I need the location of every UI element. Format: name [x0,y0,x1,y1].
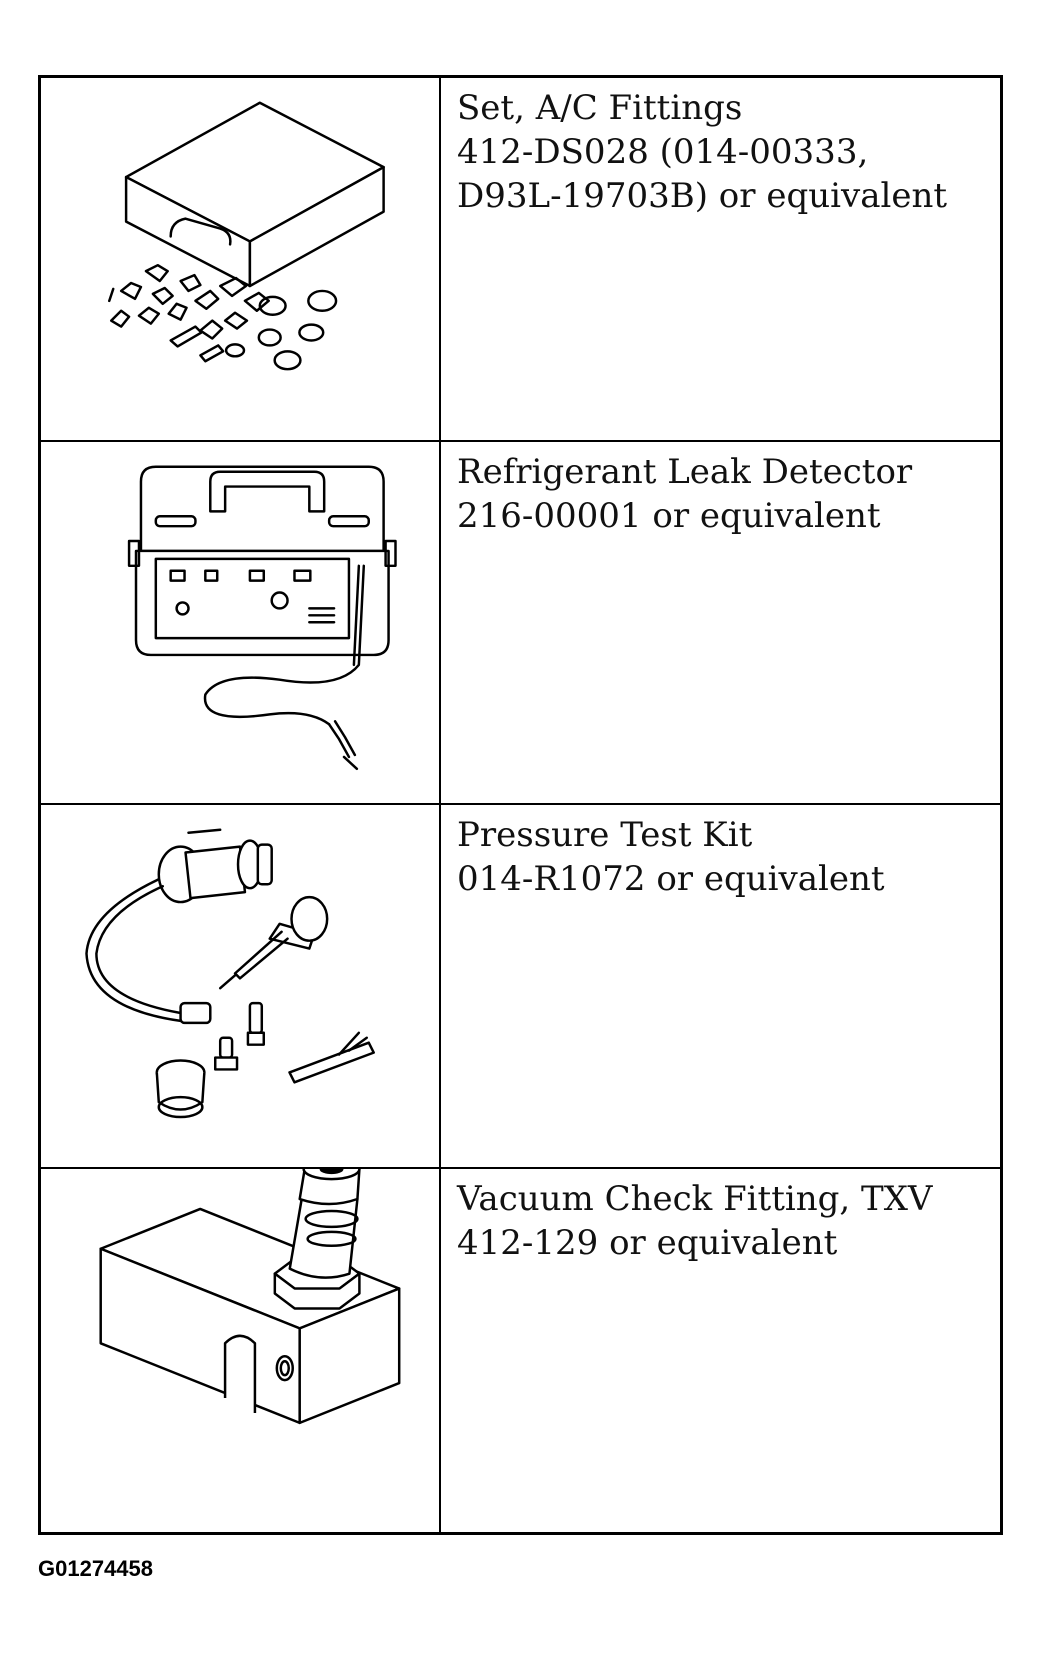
pressure-test-kit-icon [85,828,375,1119]
vacuum-check-fitting-icon [99,1168,401,1424]
illustration-cell [41,78,441,440]
leak-detector-icon [127,465,397,770]
figure-id: G01274458 [38,1556,153,1581]
tool-row-vacuum-check-fitting: Vacuum Check Fitting, TXV 412-129 or equ… [41,1168,1000,1533]
tool-row-ac-fittings: Set, A/C Fittings 412-DS028 (014-00333, … [41,78,1000,442]
tool-name: Pressure Test Kit [457,815,753,855]
description-cell: Vacuum Check Fitting, TXV 412-129 or equ… [441,1169,1000,1533]
special-tools-table: Set, A/C Fittings 412-DS028 (014-00333, … [38,75,1003,1535]
tool-part-number: 216-00001 or equivalent [457,495,881,536]
description-cell: Set, A/C Fittings 412-DS028 (014-00333, … [441,78,1000,440]
tool-part-number: 014-R1072 or equivalent [457,859,885,899]
tool-row-leak-detector: Refrigerant Leak Detector 216-00001 or e… [41,441,1000,805]
tool-row-pressure-test-kit: Pressure Test Kit 014-R1072 or equivalen… [41,805,1000,1169]
illustration-cell [41,1168,441,1532]
tool-name: Refrigerant Leak Detector [457,451,913,492]
tool-name: Set, A/C Fittings [457,88,743,128]
tool-part-number: 412-DS028 (014-00333, [457,132,869,172]
tool-part-number: 412-129 or equivalent [457,1222,838,1263]
tool-part-number-alt: D93L-19703B) or equivalent [457,176,948,216]
description-cell: Refrigerant Leak Detector 216-00001 or e… [441,442,1000,804]
tool-name: Vacuum Check Fitting, TXV [457,1178,933,1219]
description-cell: Pressure Test Kit 014-R1072 or equivalen… [441,805,1000,1167]
illustration-cell [41,805,441,1167]
ac-fittings-case-icon [108,101,385,371]
illustration-cell [41,441,441,803]
